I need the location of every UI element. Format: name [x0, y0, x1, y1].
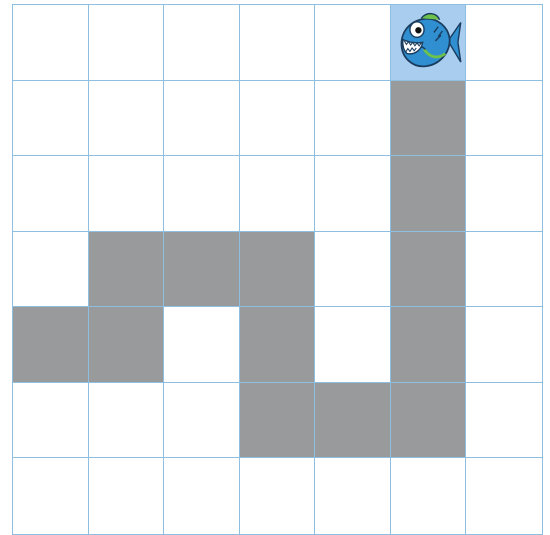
empty-cell[interactable]: [466, 156, 542, 232]
empty-cell[interactable]: [164, 81, 240, 157]
empty-cell[interactable]: [315, 5, 391, 81]
empty-cell[interactable]: [315, 458, 391, 534]
empty-cell[interactable]: [164, 307, 240, 383]
path-cell[interactable]: [164, 232, 240, 308]
empty-cell[interactable]: [164, 458, 240, 534]
empty-cell[interactable]: [315, 156, 391, 232]
empty-cell[interactable]: [315, 307, 391, 383]
empty-cell[interactable]: [13, 5, 89, 81]
empty-cell[interactable]: [89, 383, 165, 459]
path-cell[interactable]: [391, 307, 467, 383]
path-cell[interactable]: [13, 307, 89, 383]
empty-cell[interactable]: [13, 232, 89, 308]
path-cell[interactable]: [315, 383, 391, 459]
empty-cell[interactable]: [240, 81, 316, 157]
empty-cell[interactable]: [240, 5, 316, 81]
path-cell[interactable]: [89, 232, 165, 308]
path-cell[interactable]: [391, 232, 467, 308]
empty-cell[interactable]: [466, 307, 542, 383]
empty-cell[interactable]: [89, 458, 165, 534]
empty-cell[interactable]: [13, 458, 89, 534]
piranha-fish-icon: [393, 7, 464, 78]
empty-cell[interactable]: [164, 5, 240, 81]
game-board: [12, 4, 543, 535]
empty-cell[interactable]: [164, 383, 240, 459]
empty-cell[interactable]: [315, 232, 391, 308]
empty-cell[interactable]: [240, 156, 316, 232]
empty-cell[interactable]: [13, 383, 89, 459]
empty-cell[interactable]: [240, 458, 316, 534]
empty-cell[interactable]: [466, 383, 542, 459]
path-cell[interactable]: [391, 81, 467, 157]
empty-cell[interactable]: [391, 458, 467, 534]
empty-cell[interactable]: [466, 458, 542, 534]
path-cell[interactable]: [89, 307, 165, 383]
empty-cell[interactable]: [13, 81, 89, 157]
start-cell[interactable]: [391, 5, 467, 81]
empty-cell[interactable]: [466, 232, 542, 308]
path-cell[interactable]: [240, 232, 316, 308]
empty-cell[interactable]: [13, 156, 89, 232]
empty-cell[interactable]: [164, 156, 240, 232]
empty-cell[interactable]: [89, 81, 165, 157]
empty-cell[interactable]: [315, 81, 391, 157]
path-cell[interactable]: [240, 383, 316, 459]
path-cell[interactable]: [391, 156, 467, 232]
empty-cell[interactable]: [466, 5, 542, 81]
path-cell[interactable]: [391, 383, 467, 459]
empty-cell[interactable]: [89, 5, 165, 81]
path-cell[interactable]: [240, 307, 316, 383]
empty-cell[interactable]: [466, 81, 542, 157]
empty-cell[interactable]: [89, 156, 165, 232]
